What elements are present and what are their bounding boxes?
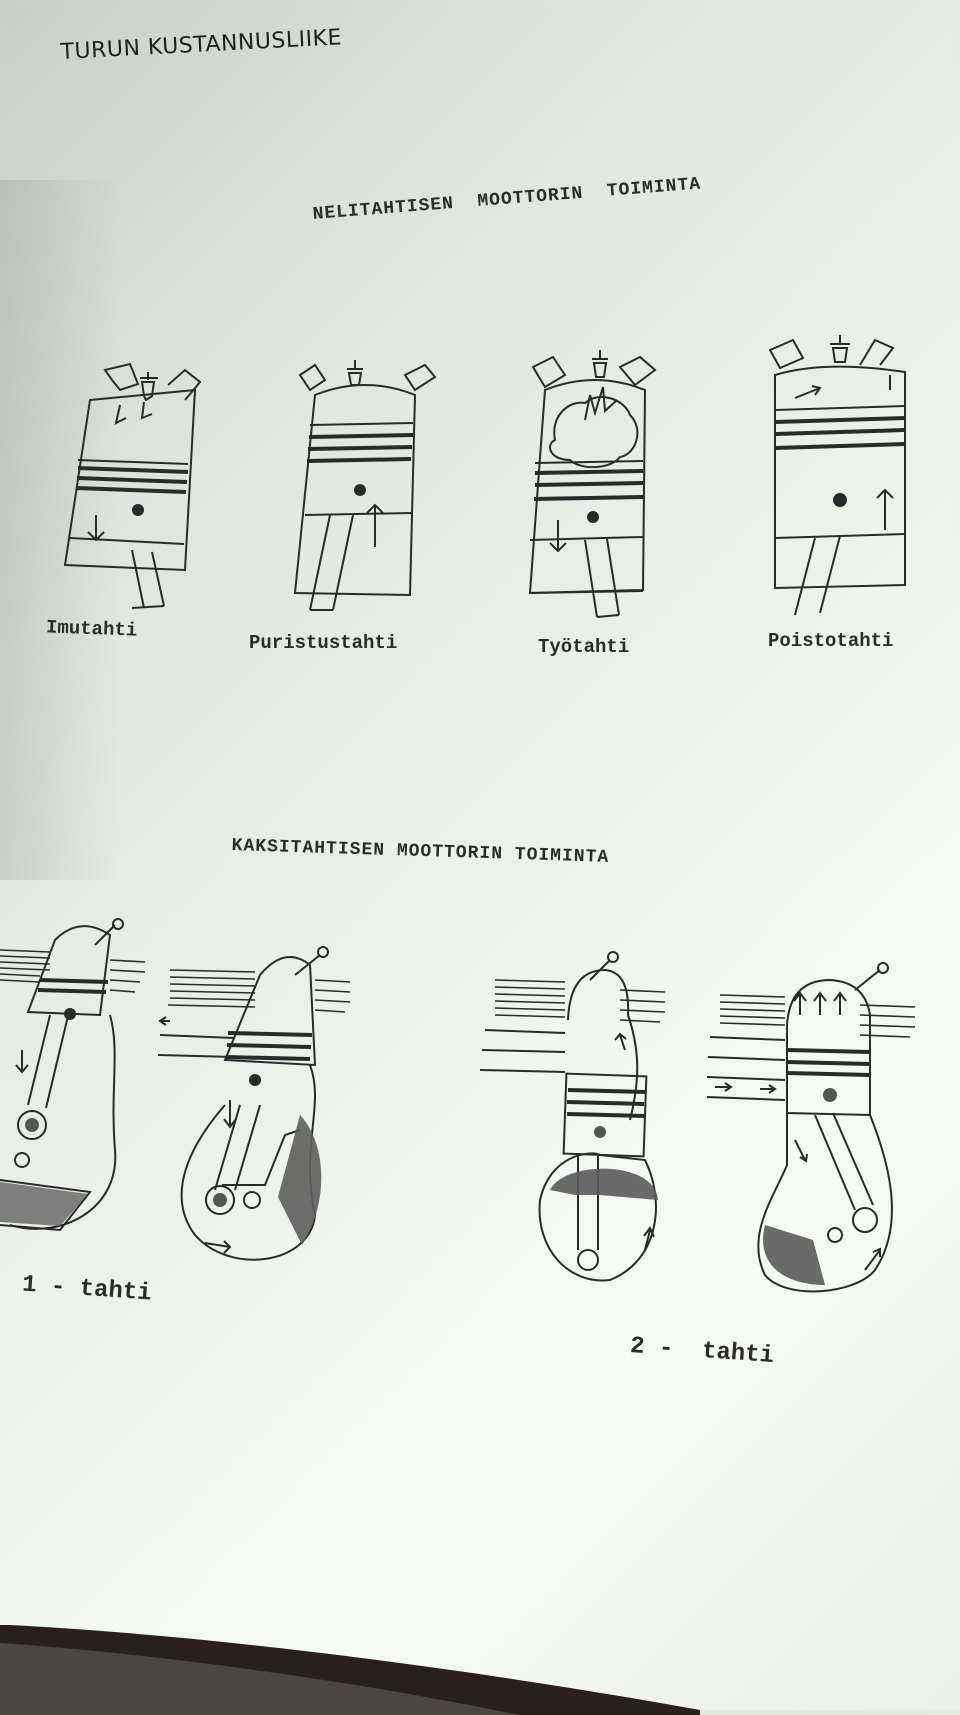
table-edge-background bbox=[0, 1625, 700, 1715]
power-stroke-label: Työtahti bbox=[538, 636, 630, 658]
intake-stroke-label: Imutahti bbox=[45, 616, 138, 642]
paper-shadow bbox=[0, 180, 120, 880]
four-stroke-title: NELITAHTISEN MOOTTORIN TOIMINTA bbox=[312, 174, 702, 225]
second-stroke-label: 2 - tahti bbox=[629, 1333, 775, 1370]
two-stroke-second-a-diagram bbox=[479, 951, 666, 1282]
two-stroke-first-a-diagram bbox=[0, 918, 146, 1232]
exhaust-stroke-diagram bbox=[768, 335, 906, 616]
power-stroke-diagram bbox=[528, 350, 657, 618]
exhaust-stroke-label: Poistotahti bbox=[768, 630, 894, 652]
two-stroke-first-b-diagram bbox=[157, 946, 351, 1261]
compression-stroke-diagram bbox=[293, 360, 437, 611]
publisher-name: TURUN KUSTANNUSLIIKE bbox=[60, 25, 343, 65]
compression-stroke-label: Puristustahti bbox=[249, 632, 398, 654]
two-stroke-title: KAKSITAHTISEN MOOTTORIN TOIMINTA bbox=[231, 836, 610, 868]
first-stroke-label: 1 - tahti bbox=[21, 1271, 153, 1308]
two-stroke-second-b-diagram bbox=[706, 962, 916, 1293]
intake-stroke-diagram bbox=[63, 362, 202, 609]
